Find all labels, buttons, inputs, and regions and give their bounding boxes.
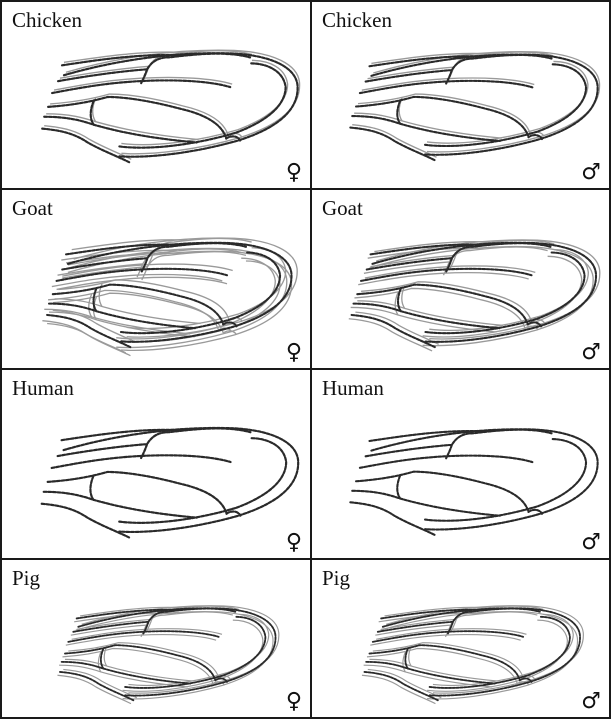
cubital-vein — [44, 492, 197, 518]
medial-vein-variant — [58, 280, 228, 320]
panel-pig-male: Pig ♂ — [312, 560, 609, 717]
panel-goat-female: Goat ♀ — [2, 190, 312, 370]
medial-vein — [356, 472, 528, 512]
cubital-vein-variant — [364, 665, 493, 687]
panel-pig-female: Pig ♀ — [2, 560, 312, 717]
female-symbol-icon: ♀ — [286, 162, 302, 184]
medial-vein-variant — [354, 288, 524, 328]
cubital-vein — [366, 662, 495, 684]
mean-wing-shape — [352, 243, 596, 347]
mean-wing-shape — [42, 53, 297, 162]
cubital-vein-variant — [369, 659, 498, 681]
mean-wing-shape — [350, 429, 597, 535]
panel-human-male: Human ♂ — [312, 370, 609, 560]
cubital-vein-variant — [351, 307, 497, 332]
cubital-vein-variant — [357, 301, 503, 326]
specimen-variation-outline — [44, 50, 299, 159]
wing-outline-drawing — [312, 190, 609, 368]
crossvein-2-variant — [104, 646, 107, 666]
cubital-vein-variant — [65, 659, 194, 681]
female-symbol-icon: ♀ — [286, 691, 302, 713]
mean-wing-shape — [350, 55, 597, 161]
mean-wing-shape — [364, 608, 580, 700]
wing-outline-drawing — [312, 2, 609, 188]
mean-wing-shape — [42, 428, 298, 538]
crossvein-2-variant — [409, 646, 412, 666]
panel-chicken-male: Chicken ♂ — [312, 2, 609, 190]
specimen-variation-outline — [349, 247, 593, 351]
female-symbol-icon: ♀ — [286, 532, 302, 554]
anal-vein — [42, 504, 129, 538]
medial-vein — [48, 472, 227, 514]
wing-outline-drawing — [2, 370, 310, 558]
male-symbol-icon: ♂ — [581, 532, 601, 554]
panel-chicken-female: Chicken ♀ — [2, 2, 312, 190]
panel-human-female: Human ♀ — [2, 370, 312, 560]
crossvein-2 — [90, 476, 93, 500]
specimen-variation-outline — [352, 52, 599, 158]
medial-vein-variant — [62, 649, 212, 684]
cubital-vein-variant — [59, 665, 188, 687]
anal-vein — [60, 672, 133, 700]
cubital-vein — [352, 491, 500, 516]
crossvein-2 — [397, 475, 400, 498]
anal-vein — [350, 502, 434, 535]
wing-outline-drawing — [312, 370, 609, 558]
anal-vein — [352, 315, 435, 347]
medial-vein-variant — [367, 649, 517, 684]
anal-vein-variant — [47, 324, 130, 356]
female-symbol-icon: ♀ — [286, 342, 302, 364]
cubital-vein — [62, 662, 191, 684]
male-symbol-icon: ♂ — [581, 691, 601, 713]
anal-vein — [42, 129, 129, 163]
specimen-variation-outline — [362, 612, 578, 704]
specimen-variation-outline — [368, 606, 584, 698]
anal-vein — [350, 128, 434, 161]
specimen-variation-outline — [63, 606, 279, 698]
specimen-variation-outline — [57, 612, 273, 704]
male-symbol-icon: ♂ — [581, 162, 601, 184]
medial-vein — [53, 285, 223, 325]
wing-outline-drawing — [2, 190, 310, 368]
anal-vein — [364, 672, 437, 700]
male-symbol-icon: ♂ — [581, 342, 601, 364]
cubital-vein — [354, 304, 500, 329]
mean-wing-shape — [60, 608, 276, 700]
crossvein-2-variant — [402, 286, 405, 309]
wing-outline-drawing — [312, 560, 609, 717]
wing-outline-drawing — [2, 2, 310, 188]
panel-goat-male: Goat ♂ — [312, 190, 609, 370]
specimen-variation-outline — [355, 240, 599, 344]
wing-outline-drawing — [2, 560, 310, 717]
